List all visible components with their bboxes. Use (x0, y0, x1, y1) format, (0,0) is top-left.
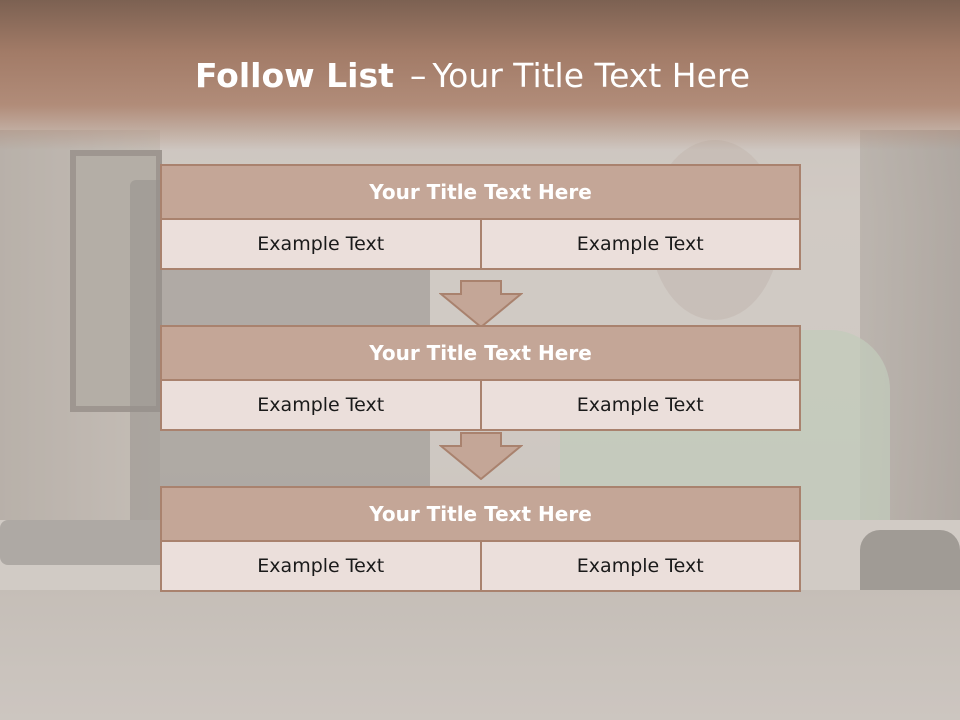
slide-title-rest: Your Title Text Here (432, 56, 751, 95)
block-row: Example Text Example Text (160, 220, 801, 270)
slide-title-dash: – (409, 56, 427, 95)
chair-left (0, 520, 170, 565)
block-cell-right: Example Text (481, 220, 801, 270)
down-arrow-icon (439, 280, 523, 328)
slide-title-bold: Follow List (194, 56, 394, 95)
floor-area (0, 590, 960, 720)
block-cell-left: Example Text (160, 542, 482, 592)
title-band (0, 0, 960, 150)
list-block-3: Your Title Text Here Example Text Exampl… (160, 486, 801, 592)
block-row: Example Text Example Text (160, 381, 801, 431)
block-cell-right: Example Text (481, 381, 801, 431)
slide-title: Follow List–Your Title Text Here (0, 56, 945, 95)
block-row: Example Text Example Text (160, 542, 801, 592)
block-title: Your Title Text Here (160, 486, 801, 542)
block-title: Your Title Text Here (160, 325, 801, 381)
list-block-1: Your Title Text Here Example Text Exampl… (160, 164, 801, 270)
list-block-2: Your Title Text Here Example Text Exampl… (160, 325, 801, 431)
down-arrow-icon (439, 432, 523, 480)
block-cell-left: Example Text (160, 381, 482, 431)
block-cell-left: Example Text (160, 220, 482, 270)
block-cell-right: Example Text (481, 542, 801, 592)
block-title: Your Title Text Here (160, 164, 801, 220)
